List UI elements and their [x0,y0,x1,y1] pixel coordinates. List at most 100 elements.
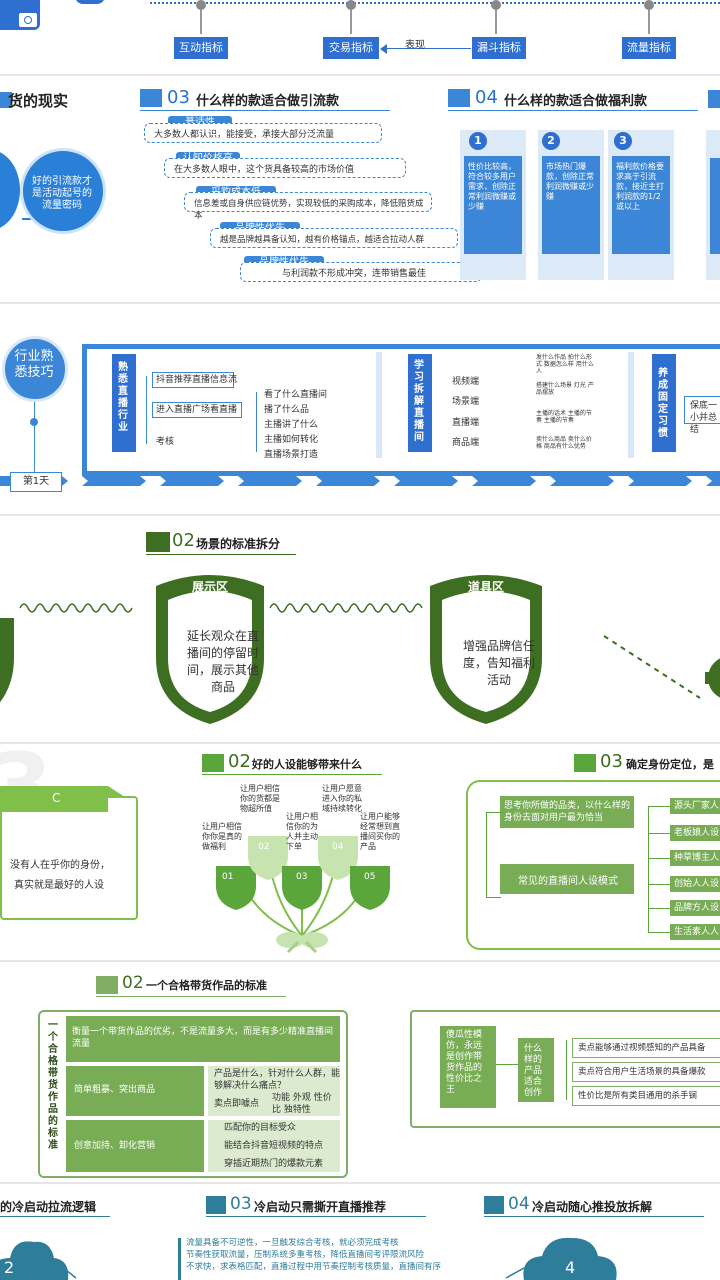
chain-link [269,603,423,613]
left-title: 货的现实 [8,92,69,110]
item-text: 信息差或自身供应链优势，实现较低的采购成本，降低赔货成本 [194,199,424,221]
left-title: 的冷启动拉流逻辑 [0,1200,97,1214]
title-marker [146,532,170,552]
identity-frame [466,780,720,950]
node-funnel: 漏斗指标 [472,37,526,59]
pin-icon [644,0,654,10]
top-text: 衡量一个带货作品的优劣，不是流量多大，而是有多少精准直播间流量 [72,1027,334,1049]
day-label: 第1天 [10,472,62,492]
item-text: 大多数人都认识，能接受，承接大部分泛流量 [154,130,335,140]
identity-tag: 创始人人设 [670,876,720,892]
pin-icon [491,0,501,10]
skill-circle [2,336,68,402]
cloud-shapes [0,1237,617,1280]
node-interaction: 互动指标 [174,37,228,59]
node-traffic: 流量指标 [622,37,676,59]
card-text: 性价比较高，符合较多用户需求，创除正常利润微赚或少赚 [468,162,516,211]
panel-product-types: 货的现实 好的引流款才是活动起号的流量密码 03 什么样的款适合做引流款 普适性… [0,78,720,300]
scene-diagram [0,575,720,724]
creation-line: 卖点符合用户生活场景的具备爆款 [578,1067,706,1077]
cold-line: 流量具备不可逆性，一旦触发综合考核，就必须完成考核 [186,1238,399,1248]
col-title: 养成固定习惯 [658,368,668,439]
section-title: 一个合格带货作品的标准 [146,979,267,992]
row-sub-text: 功能 外观 性价比 独特性 [272,1093,332,1115]
node-num: 02 [258,842,270,852]
cloud-icon [0,1241,69,1280]
identity-tag: 老板娘人设 [670,825,720,841]
title-marker [206,1196,226,1214]
dashed-connector [603,635,701,699]
card-text: 福利款价格要求高于引流款，接近主打利润款的1/2或以上 [616,162,664,211]
panel-persona: 3 C C 没有人在乎你的身份， 真实就是最好的人设 02 好的人设能够带来什么… [0,746,720,958]
node-num: 05 [364,872,376,882]
cloud-icon [523,1237,617,1280]
item-box [152,372,234,388]
section-title: 冷启动只需撕开直播推荐 [254,1200,387,1214]
creation-frame [410,1010,720,1128]
left-blue-circle [0,150,20,230]
card-text-1: 没有人在乎你的身份， [10,860,110,871]
node-num: 04 [332,842,344,852]
row-label: 简单粗暴、突出商品 [74,1085,156,1095]
item-box [152,402,242,418]
section-number: 04 [475,87,498,108]
pin-icon [196,0,206,10]
row-line: 穿插近期热门的爆款元素 [224,1159,324,1169]
question-box [518,1038,554,1102]
title-marker [574,754,596,772]
right-blue-circle [20,148,106,234]
col-title: 熟悉直播行业 [118,362,128,433]
creation-line: 性价比是所有类目通用的杀手锏 [578,1091,698,1101]
section-number: 03 [167,87,190,108]
row-line: 能结合抖音短视频的特点 [224,1141,324,1151]
panel-industry-skills: 行业熟悉技巧 熟悉直播行业 抖音推荐直播信息流 进入直播广场看直播 考核 看了什… [0,306,720,512]
card-text: 市场热门爆款，创除正常利润微赚或少赚 [546,162,594,201]
item-text: 商品端 [452,438,480,448]
section-title: 好的人设能够带来什么 [252,758,362,771]
item-text: 与利润款不形成冲突，连带销售最佳 [282,269,427,279]
item-text: 场景端 [452,397,480,407]
shield-title: 道具区 [467,580,504,594]
node-transaction: 交易指标 [323,37,379,59]
col-title-box [408,354,432,452]
cloud-number: 4 [565,1258,576,1277]
title-marker [484,1196,504,1214]
shield-left-partial [0,618,14,703]
card-number: 3 [614,132,632,150]
standard-frame [38,1010,348,1178]
section-number: 02 [122,973,144,993]
creation-box [440,1026,496,1108]
creation-text: 傻瓜性模仿，永远是创作带货作品的性价比之王 [446,1030,483,1095]
item-text: 进入直播广场看直播 [156,405,238,415]
title-marker [448,89,470,107]
circle-text: 好的引流款才是活动起号的流量密码 [32,176,92,211]
section-title: 什么样的款适合做福利款 [504,94,648,109]
section-number: 02 [172,530,195,551]
chain-link [19,603,133,613]
node-num: 03 [296,872,308,882]
dotted-timeline [150,2,720,4]
sub-item: 播了什么品 [264,405,310,415]
question-text: 思考你所做的品类，以什么样的身份去面对用户最为恰当 [504,801,631,823]
section-number: 02 [228,751,251,772]
card-text-2: 真实就是最好的人设 [14,880,104,891]
col-title-box [112,354,136,452]
item-note: 主播的话术 主播的节奏 主播的节奏 [536,410,592,424]
card-letter-top: C [52,791,61,805]
node-num: 01 [222,872,234,882]
item-text: 越是品牌越具备认知，越有价格锚点，越适合拉动人群 [220,235,425,245]
timeline-cap [75,0,105,4]
shield-text: 增强品牌信任度，告知福利活动 [462,639,535,687]
cold-line: 节奏性获取流量，压制系统多重考核，降低直播间考评限流风险 [186,1250,425,1260]
top-box [66,1016,340,1062]
persona-tree [216,836,390,954]
card-number: 1 [469,132,487,150]
section-number: 04 [508,1194,530,1214]
row-label: 创意加持、卸化营销 [74,1141,156,1151]
process-frame [82,344,720,476]
panel-scene-split: 02 场景的标准拆分 展示区 延长观众在直播间的停留时间，展示其他商品 道具区 … [0,518,720,740]
title-marker [0,92,12,108]
item-note: 卖什么商品 卖什么价格 商品有什么优势 [536,436,592,450]
sub-item: 看了什么直播间 [264,390,328,400]
mode-text: 常见的直播间人设模式 [518,876,618,887]
